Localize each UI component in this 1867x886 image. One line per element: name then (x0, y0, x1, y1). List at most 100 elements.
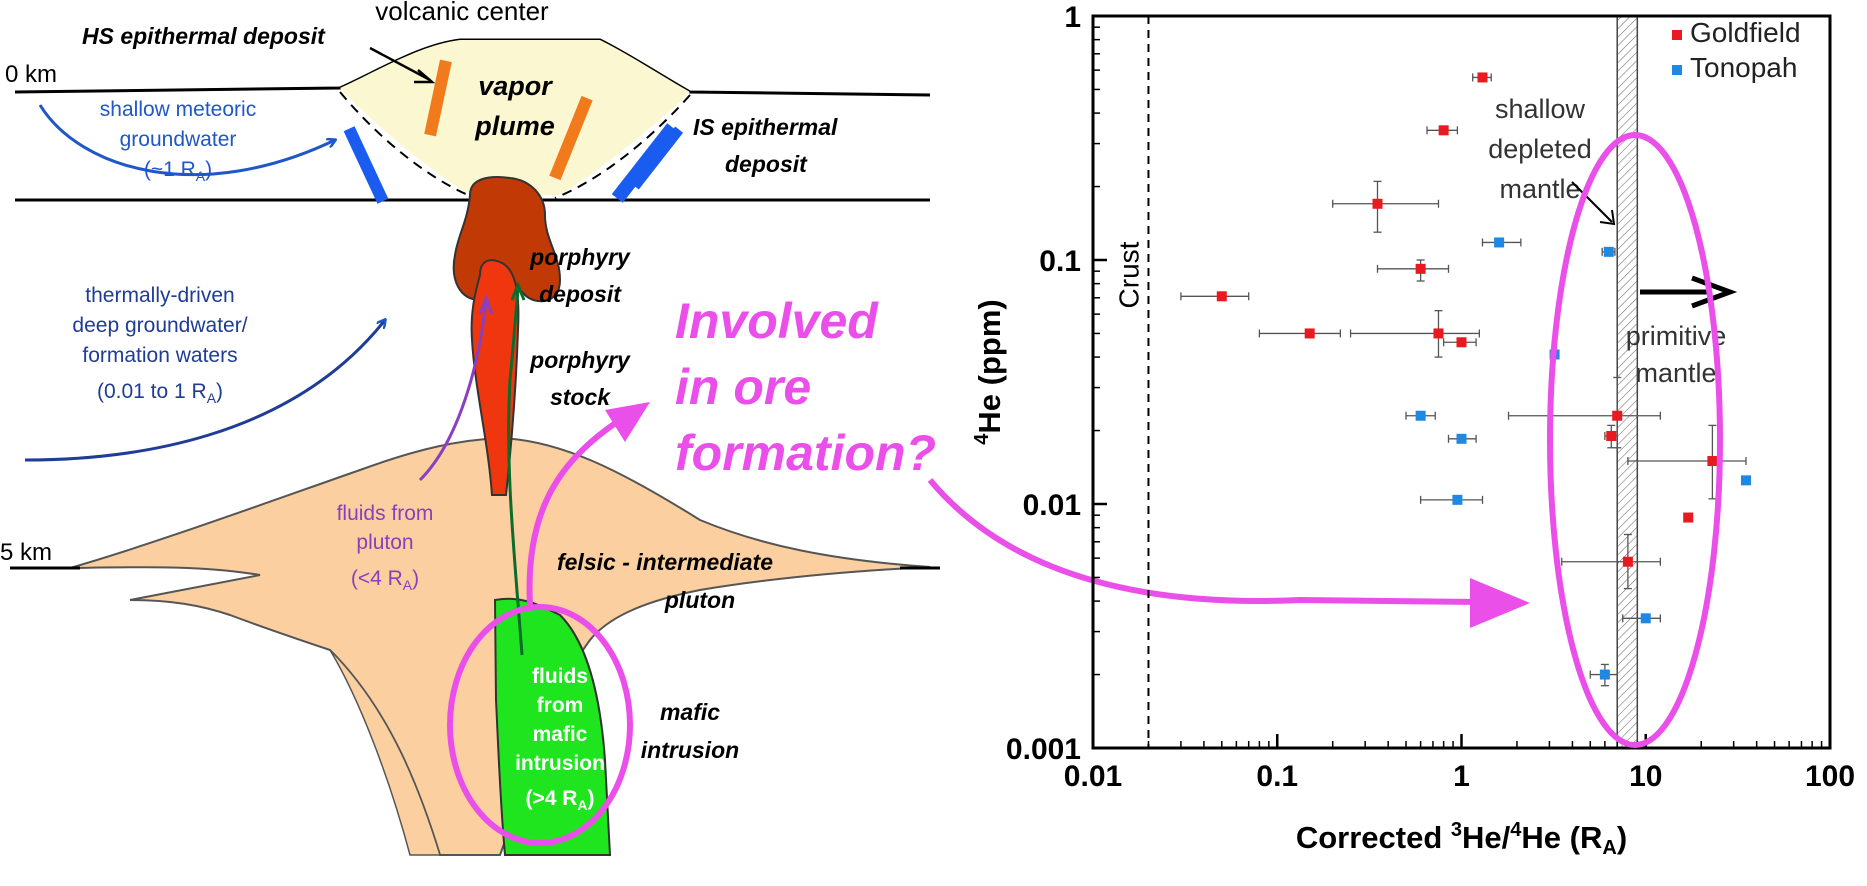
mafic-text: mafic intrusion (641, 699, 739, 763)
deep-gw-text: thermally-driven deep groundwater/ forma… (72, 284, 247, 406)
goldfield-point (1433, 328, 1444, 339)
shallow-gw-arrow (38, 104, 335, 177)
shallow-gw-text: shallow meteoric groundwater (~1 RA) (100, 98, 256, 184)
legend-label-tonopah: Tonopah (1690, 52, 1797, 83)
svg-text:fluids: fluids (532, 665, 588, 688)
legend-swatch-goldfield (1672, 30, 1682, 40)
goldfield-point (1304, 328, 1315, 339)
mantle-highlight-ellipse (1547, 132, 1723, 748)
legend-swatch-tonopah (1672, 65, 1682, 75)
vapor-label: vapor (478, 71, 553, 101)
svg-text:Involved: Involved (675, 293, 879, 349)
svg-text:(0.01 to 1 RA): (0.01 to 1 RA) (97, 380, 223, 406)
goldfield-point (1456, 337, 1467, 348)
is-deposit-bar-2 (611, 123, 679, 203)
hs-deposit-label: HS epithermal deposit (82, 23, 326, 49)
porphyry-deposit-text: porphyry deposit (529, 244, 631, 307)
x-tick-label: 100 (1805, 760, 1855, 793)
legend-label-goldfield: Goldfield (1690, 17, 1801, 48)
svg-text:pluton: pluton (356, 531, 413, 554)
primitive-mantle-arrowhead (1691, 275, 1738, 309)
goldfield-point (1622, 556, 1633, 567)
goldfield-point (1415, 263, 1426, 274)
primitive-mantle-label: mantle (1635, 358, 1716, 388)
shallow-mantle-label: shallow (1495, 94, 1586, 124)
svg-text:felsic - intermediate: felsic - intermediate (557, 549, 773, 575)
svg-text:groundwater: groundwater (120, 128, 237, 151)
svg-text:formation waters: formation waters (82, 344, 237, 367)
porphyry-stock-text: porphyry stock (529, 347, 631, 410)
volcanic-center-label: volcanic center (375, 0, 549, 26)
svg-text:porphyry: porphyry (529, 244, 631, 270)
x-tick-label: 0.01 (1064, 760, 1122, 793)
plume-label: plume (474, 111, 555, 141)
is-deposit-bar (343, 126, 389, 204)
pluton-text: felsic - intermediate pluton (557, 549, 773, 613)
svg-text:shallow meteoric: shallow meteoric (100, 98, 256, 121)
svg-text:intrusion: intrusion (641, 737, 739, 763)
svg-text:intrusion: intrusion (515, 752, 605, 775)
svg-text:formation?: formation? (675, 425, 936, 481)
pluton-fluids-text: fluids from pluton (<4 RA) (337, 502, 434, 593)
svg-text:in ore: in ore (675, 359, 811, 415)
tonopah-point (1456, 433, 1467, 444)
svg-text:deep groundwater/: deep groundwater/ (72, 314, 247, 337)
goldfield-point (1216, 291, 1227, 302)
goldfield-point (1707, 456, 1718, 467)
depth-5-label: 5 km (0, 539, 52, 566)
svg-text:mafic: mafic (660, 699, 720, 725)
question-text: Involved in ore formation? (675, 293, 936, 481)
y-tick-label: 0.01 (1023, 489, 1081, 522)
question-arrow-right (927, 478, 1481, 605)
goldfield-point (1477, 72, 1488, 83)
deep-gw-arrow (24, 320, 385, 462)
hs-deposit-bar-2 (549, 95, 593, 181)
shallow-mantle-label: mantle (1499, 174, 1580, 204)
x-tick-label: 10 (1629, 760, 1662, 793)
svg-text:thermally-driven: thermally-driven (85, 284, 234, 307)
y-tick-label: 0.001 (1006, 733, 1081, 766)
x-axis-label: Corrected 3He/4He (RA) (1296, 819, 1627, 859)
svg-text:from: from (537, 694, 584, 717)
goldfield-point (1606, 430, 1617, 441)
tonopah-point (1415, 410, 1426, 421)
svg-text:pluton: pluton (664, 587, 735, 613)
primitive-mantle-label: primitive (1626, 321, 1727, 351)
svg-text:(~1 RA): (~1 RA) (144, 158, 212, 184)
goldfield-point (1612, 410, 1623, 421)
shallow-mantle-label: depleted (1488, 134, 1592, 164)
svg-text:deposit: deposit (539, 281, 622, 307)
tonopah-point (1603, 246, 1614, 257)
is-deposit-label-2: deposit (725, 151, 808, 177)
svg-text:stock: stock (550, 384, 611, 410)
pluton-stalk (329, 649, 442, 856)
x-tick-label: 1 (1453, 760, 1470, 793)
tonopah-point (1494, 237, 1505, 248)
mafic-highlight-ellipse (447, 604, 633, 846)
is-deposit-bar-3 (630, 126, 684, 190)
svg-text:fluids from: fluids from (337, 502, 434, 525)
y-tick-label: 1 (1064, 1, 1081, 34)
depth-0-label: 0 km (5, 61, 57, 88)
y-tick-label: 0.1 (1039, 245, 1081, 278)
tonopah-point (1452, 494, 1463, 505)
y-axis-label: 4He (ppm) (971, 299, 1007, 444)
geologic-diagram: volcanic center 0 km 5 km HS epithermal … (0, 0, 1530, 856)
svg-text:mafic: mafic (533, 723, 588, 746)
tonopah-point (1640, 613, 1651, 624)
mantle-band (1616, 15, 1639, 749)
svg-text:(>4 RA): (>4 RA) (525, 787, 594, 813)
goldfield-point (1683, 512, 1694, 523)
tonopah-point (1740, 475, 1751, 486)
mafic-fluids-text: fluids from mafic intrusion (>4 RA) (515, 665, 605, 813)
shallow-mantle-pointer (1571, 181, 1613, 223)
goldfield-point (1438, 125, 1449, 136)
question-arrow-up (526, 417, 622, 606)
tonopah-point (1599, 669, 1610, 680)
shallow-mantle-pointer-head (1599, 209, 1616, 226)
x-tick-label: 0.1 (1256, 760, 1298, 793)
svg-text:porphyry: porphyry (529, 347, 631, 373)
svg-text:(<4 RA): (<4 RA) (351, 567, 419, 593)
